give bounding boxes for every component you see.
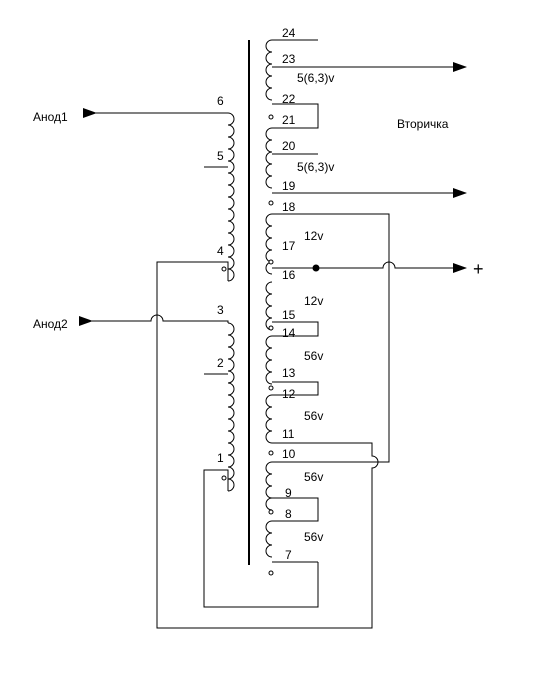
dot-21 — [268, 114, 274, 120]
coil-16-14 — [265, 281, 273, 331]
dot-10 — [268, 450, 274, 456]
coil-8-7 — [265, 520, 273, 558]
pin-14-label: 14 — [282, 326, 296, 340]
pin-7-label: 7 — [285, 548, 292, 562]
coil-10-8 — [265, 461, 273, 511]
pin-8-label: 8 — [285, 507, 292, 521]
voltage-8-7: 56v — [304, 530, 323, 544]
pin-18-label: 18 — [282, 200, 296, 214]
pin-4-crosslink — [156, 261, 373, 629]
plus-label: + — [473, 259, 484, 279]
pin-20-label: 20 — [282, 139, 296, 153]
voltage-23-22: 5(6,3)v — [297, 71, 334, 85]
anode1-label: Анод1 — [33, 110, 68, 124]
pin-23-label: 23 — [282, 52, 296, 66]
dot-7 — [268, 570, 274, 576]
secondary-winding: 24 23 22 21 20 19 18 17 16 15 14 13 12 1… — [265, 26, 484, 576]
primary-dot-lower — [221, 475, 227, 481]
primary-coil-lower — [227, 322, 235, 492]
pin-5-label: 5 — [217, 149, 224, 163]
pin-1-crosslink — [203, 469, 319, 608]
dot-12 — [268, 385, 274, 391]
link-15-14 — [272, 321, 319, 337]
voltage-16-15: 12v — [304, 294, 323, 308]
dot-8 — [268, 509, 274, 515]
anode2-lead — [79, 314, 229, 326]
center-tap-node — [312, 264, 320, 272]
coil-18-16 — [265, 213, 273, 275]
pin-12-label: 12 — [282, 387, 296, 401]
plus-output — [272, 261, 467, 273]
pin-13-label: 13 — [282, 366, 296, 380]
pin-9-label: 9 — [285, 486, 292, 500]
pin-18-link — [272, 213, 390, 463]
pin-4-label: 4 — [217, 244, 224, 258]
pin-3-label: 3 — [217, 303, 224, 317]
pin-6-label: 6 — [217, 94, 224, 108]
primary-dot-upper — [221, 266, 227, 272]
secondary-title: Вторичка — [397, 117, 449, 131]
link-13-12 — [272, 381, 319, 396]
pin-11-label: 11 — [282, 427, 295, 441]
pin-15-label: 15 — [282, 308, 296, 322]
link-22-21 — [272, 103, 319, 129]
link-9-8 — [272, 497, 319, 522]
pin-19-label: 19 — [282, 179, 296, 193]
voltage-10-9: 56v — [304, 470, 323, 484]
voltage-20-19: 5(6,3)v — [297, 160, 334, 174]
primary-winding: 6 5 4 3 2 1 Анод1 Анод2 — [33, 94, 373, 629]
pin-21-label: 21 — [282, 113, 296, 127]
pin-22-label: 22 — [282, 92, 296, 106]
coil-12-10 — [265, 394, 273, 444]
dot-18 — [268, 200, 274, 206]
primary-coil-upper — [227, 112, 235, 282]
pin-16-label: 16 — [282, 268, 296, 282]
pin-2-label: 2 — [217, 356, 224, 370]
voltage-18-17: 12v — [304, 229, 323, 243]
pin-17-label: 17 — [282, 239, 296, 253]
voltage-14-13: 56v — [304, 349, 323, 363]
voltage-12-11: 56v — [304, 409, 323, 423]
pin-1-label: 1 — [217, 451, 224, 465]
anode2-label: Анод2 — [33, 317, 68, 331]
coil-21-19 — [265, 127, 273, 189]
dot-16 — [268, 259, 274, 265]
pin-11-link — [272, 442, 379, 470]
coil-24-22 — [265, 39, 273, 101]
pin-10-label: 10 — [282, 447, 296, 461]
coil-14-12 — [265, 335, 273, 385]
dot-14 — [268, 325, 274, 331]
pin-24-label: 24 — [282, 26, 296, 40]
